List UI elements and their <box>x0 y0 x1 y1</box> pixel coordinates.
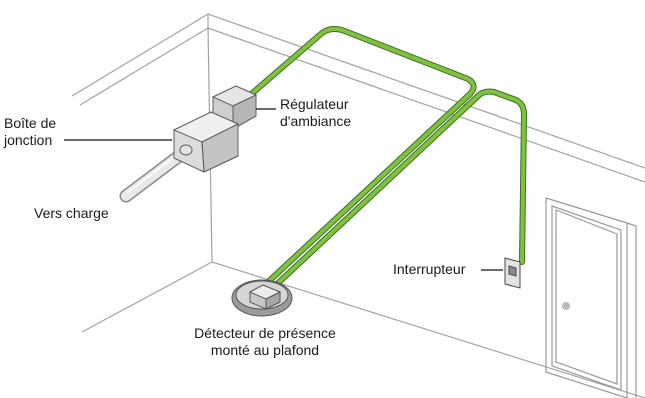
label-to-load: Vers charge <box>34 205 109 221</box>
door <box>545 197 637 398</box>
label-occupancy-sensor-line2: monté au plafond <box>210 342 320 358</box>
junction-box <box>172 111 240 173</box>
label-occupancy-sensor: Détecteur de présence monté au plafond <box>170 325 360 359</box>
label-junction-box-line1: Boîte de <box>4 115 57 131</box>
label-junction-box: Boîte de jonction <box>4 115 56 149</box>
load-conduit <box>119 146 190 203</box>
wires <box>239 26 527 288</box>
occupancy-sensor <box>231 279 293 317</box>
label-thermostat-line2: d'ambiance <box>280 113 352 129</box>
thermostat-device <box>211 85 258 130</box>
label-junction-box-line2: jonction <box>4 132 53 148</box>
door-knob <box>562 302 570 310</box>
label-switch: Interrupteur <box>393 261 466 277</box>
label-occupancy-sensor-line1: Détecteur de présence <box>194 325 336 341</box>
wall-switch <box>504 257 521 289</box>
label-thermostat-line1: Régulateur <box>280 96 349 112</box>
room-outline <box>71 13 645 398</box>
label-thermostat: Régulateur d'ambiance <box>280 96 351 130</box>
leader-lines <box>64 108 503 271</box>
